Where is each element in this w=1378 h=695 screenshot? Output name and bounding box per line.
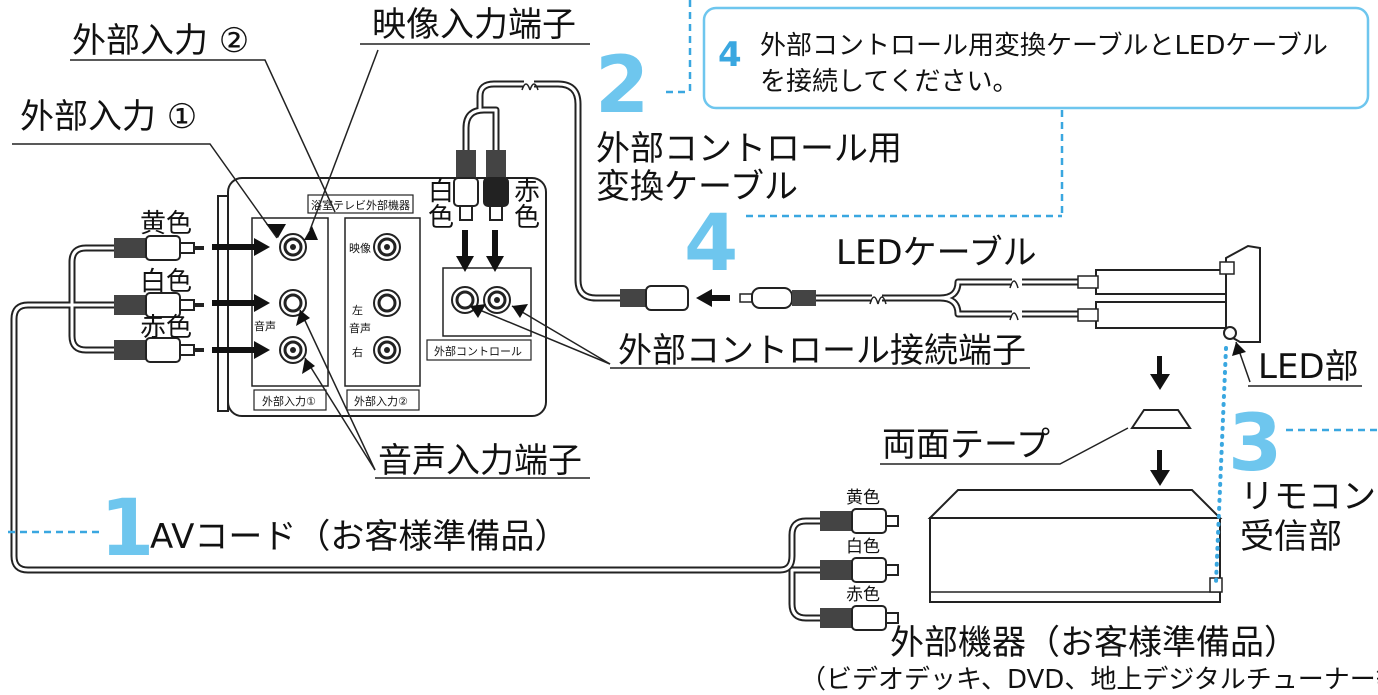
- label-external-device-examples: （ビデオデッキ、DVD、地上デジタルチューナー等）: [800, 665, 1378, 695]
- leader-lines: [12, 43, 1362, 479]
- control-insert-arrows: [456, 230, 504, 272]
- panel-input2-tag: 外部入力②: [354, 394, 408, 408]
- panel-control-tag: 外部コントロール: [434, 344, 522, 358]
- left-plug-yellow: [114, 235, 204, 261]
- right-color-yellow: 黄色: [846, 488, 880, 508]
- label-audio-in: 音声入力端子: [378, 441, 582, 481]
- label-external-device: 外部機器（お客様準備品）: [890, 623, 1298, 663]
- av-cord: [10, 244, 820, 622]
- double-sided-tape: [1130, 409, 1192, 429]
- left-color-yellow: 黄色: [140, 209, 192, 239]
- control-conversion-cable: [462, 78, 622, 302]
- step-3: 3: [1228, 399, 1282, 489]
- jack-control-red: [483, 286, 511, 314]
- jack-input2-video: [373, 233, 401, 261]
- right-plug-yellow: [820, 508, 899, 534]
- control-cable-plug-red: [483, 150, 509, 221]
- label-double-tape: 両面テープ: [882, 425, 1050, 465]
- led-cable: [814, 274, 1100, 322]
- panel-left-label: 左: [352, 304, 363, 317]
- label-led-part: LED部: [1258, 347, 1359, 387]
- external-device: [927, 489, 1223, 603]
- control-cable-end-connector: [620, 285, 689, 311]
- panel-right-label: 右: [352, 345, 363, 359]
- callout-line1: 外部コントロール用変換ケーブルとLEDケーブル: [760, 31, 1328, 61]
- callout-step-number: 4: [718, 35, 742, 75]
- jack-input2-audio-r: [373, 336, 401, 364]
- label-remote-receiver-1: リモコン: [1240, 477, 1376, 517]
- label-input1: 外部入力 ①: [20, 97, 197, 137]
- left-plug-white: [114, 292, 204, 318]
- callout-line2: を接続してください。: [760, 67, 1018, 97]
- left-plug-red: [114, 337, 204, 363]
- step-4: 4: [684, 199, 738, 289]
- led-cable-plug: [739, 287, 816, 309]
- label-control-cable-1: 外部コントロール用: [596, 129, 902, 169]
- right-plug-red: [820, 605, 899, 631]
- plug-red-char2: 色: [514, 203, 540, 233]
- panel-input1-tag: 外部入力①: [262, 394, 316, 408]
- label-control-terminal: 外部コントロール接続端子: [618, 331, 1026, 371]
- led-unit: [1077, 244, 1261, 343]
- plug-red-char1: 赤: [514, 177, 540, 207]
- down-arrows: [1150, 356, 1170, 486]
- jack-input1-audio-r: [279, 336, 307, 364]
- label-av-cord: AVコード（お客様準備品）: [150, 517, 568, 557]
- label-video-in: 映像入力端子: [372, 5, 576, 45]
- insert-arrows-left: [212, 238, 270, 359]
- left-color-red: 赤色: [140, 313, 192, 343]
- label-led-cable: LEDケーブル: [836, 233, 1037, 273]
- step-guides: [8, 0, 1378, 584]
- step-1: 1: [100, 484, 154, 574]
- panel-audio2-label: 音声: [349, 321, 371, 335]
- jack-input1-audio-l: [279, 289, 307, 317]
- right-plug-white: [820, 557, 899, 583]
- step-2: 2: [595, 41, 649, 131]
- jack-input2-audio-l: [373, 289, 401, 317]
- label-control-cable-2: 変換ケーブル: [596, 167, 798, 207]
- right-color-red: 赤色: [846, 585, 880, 605]
- plug-white-char1: 白: [428, 177, 454, 207]
- step4-callout: 4 外部コントロール用変換ケーブルとLEDケーブル を接続してください。: [702, 6, 1370, 110]
- right-color-white: 白色: [846, 537, 880, 557]
- plug-white-char2: 色: [428, 203, 454, 233]
- join-arrow: [696, 289, 730, 307]
- panel-audio1-label: 音声: [254, 319, 276, 333]
- jack-input1-video: [279, 233, 307, 261]
- label-remote-receiver-2: 受信部: [1240, 517, 1342, 557]
- panel-video-label: 映像: [349, 242, 371, 255]
- pointer-arrowheads: [266, 224, 1246, 374]
- label-input2: 外部入力 ②: [72, 21, 249, 61]
- panel-title: 浴室テレビ外部機器: [311, 198, 410, 212]
- control-cable-plug-white: [453, 150, 479, 221]
- left-color-white: 白色: [140, 267, 192, 297]
